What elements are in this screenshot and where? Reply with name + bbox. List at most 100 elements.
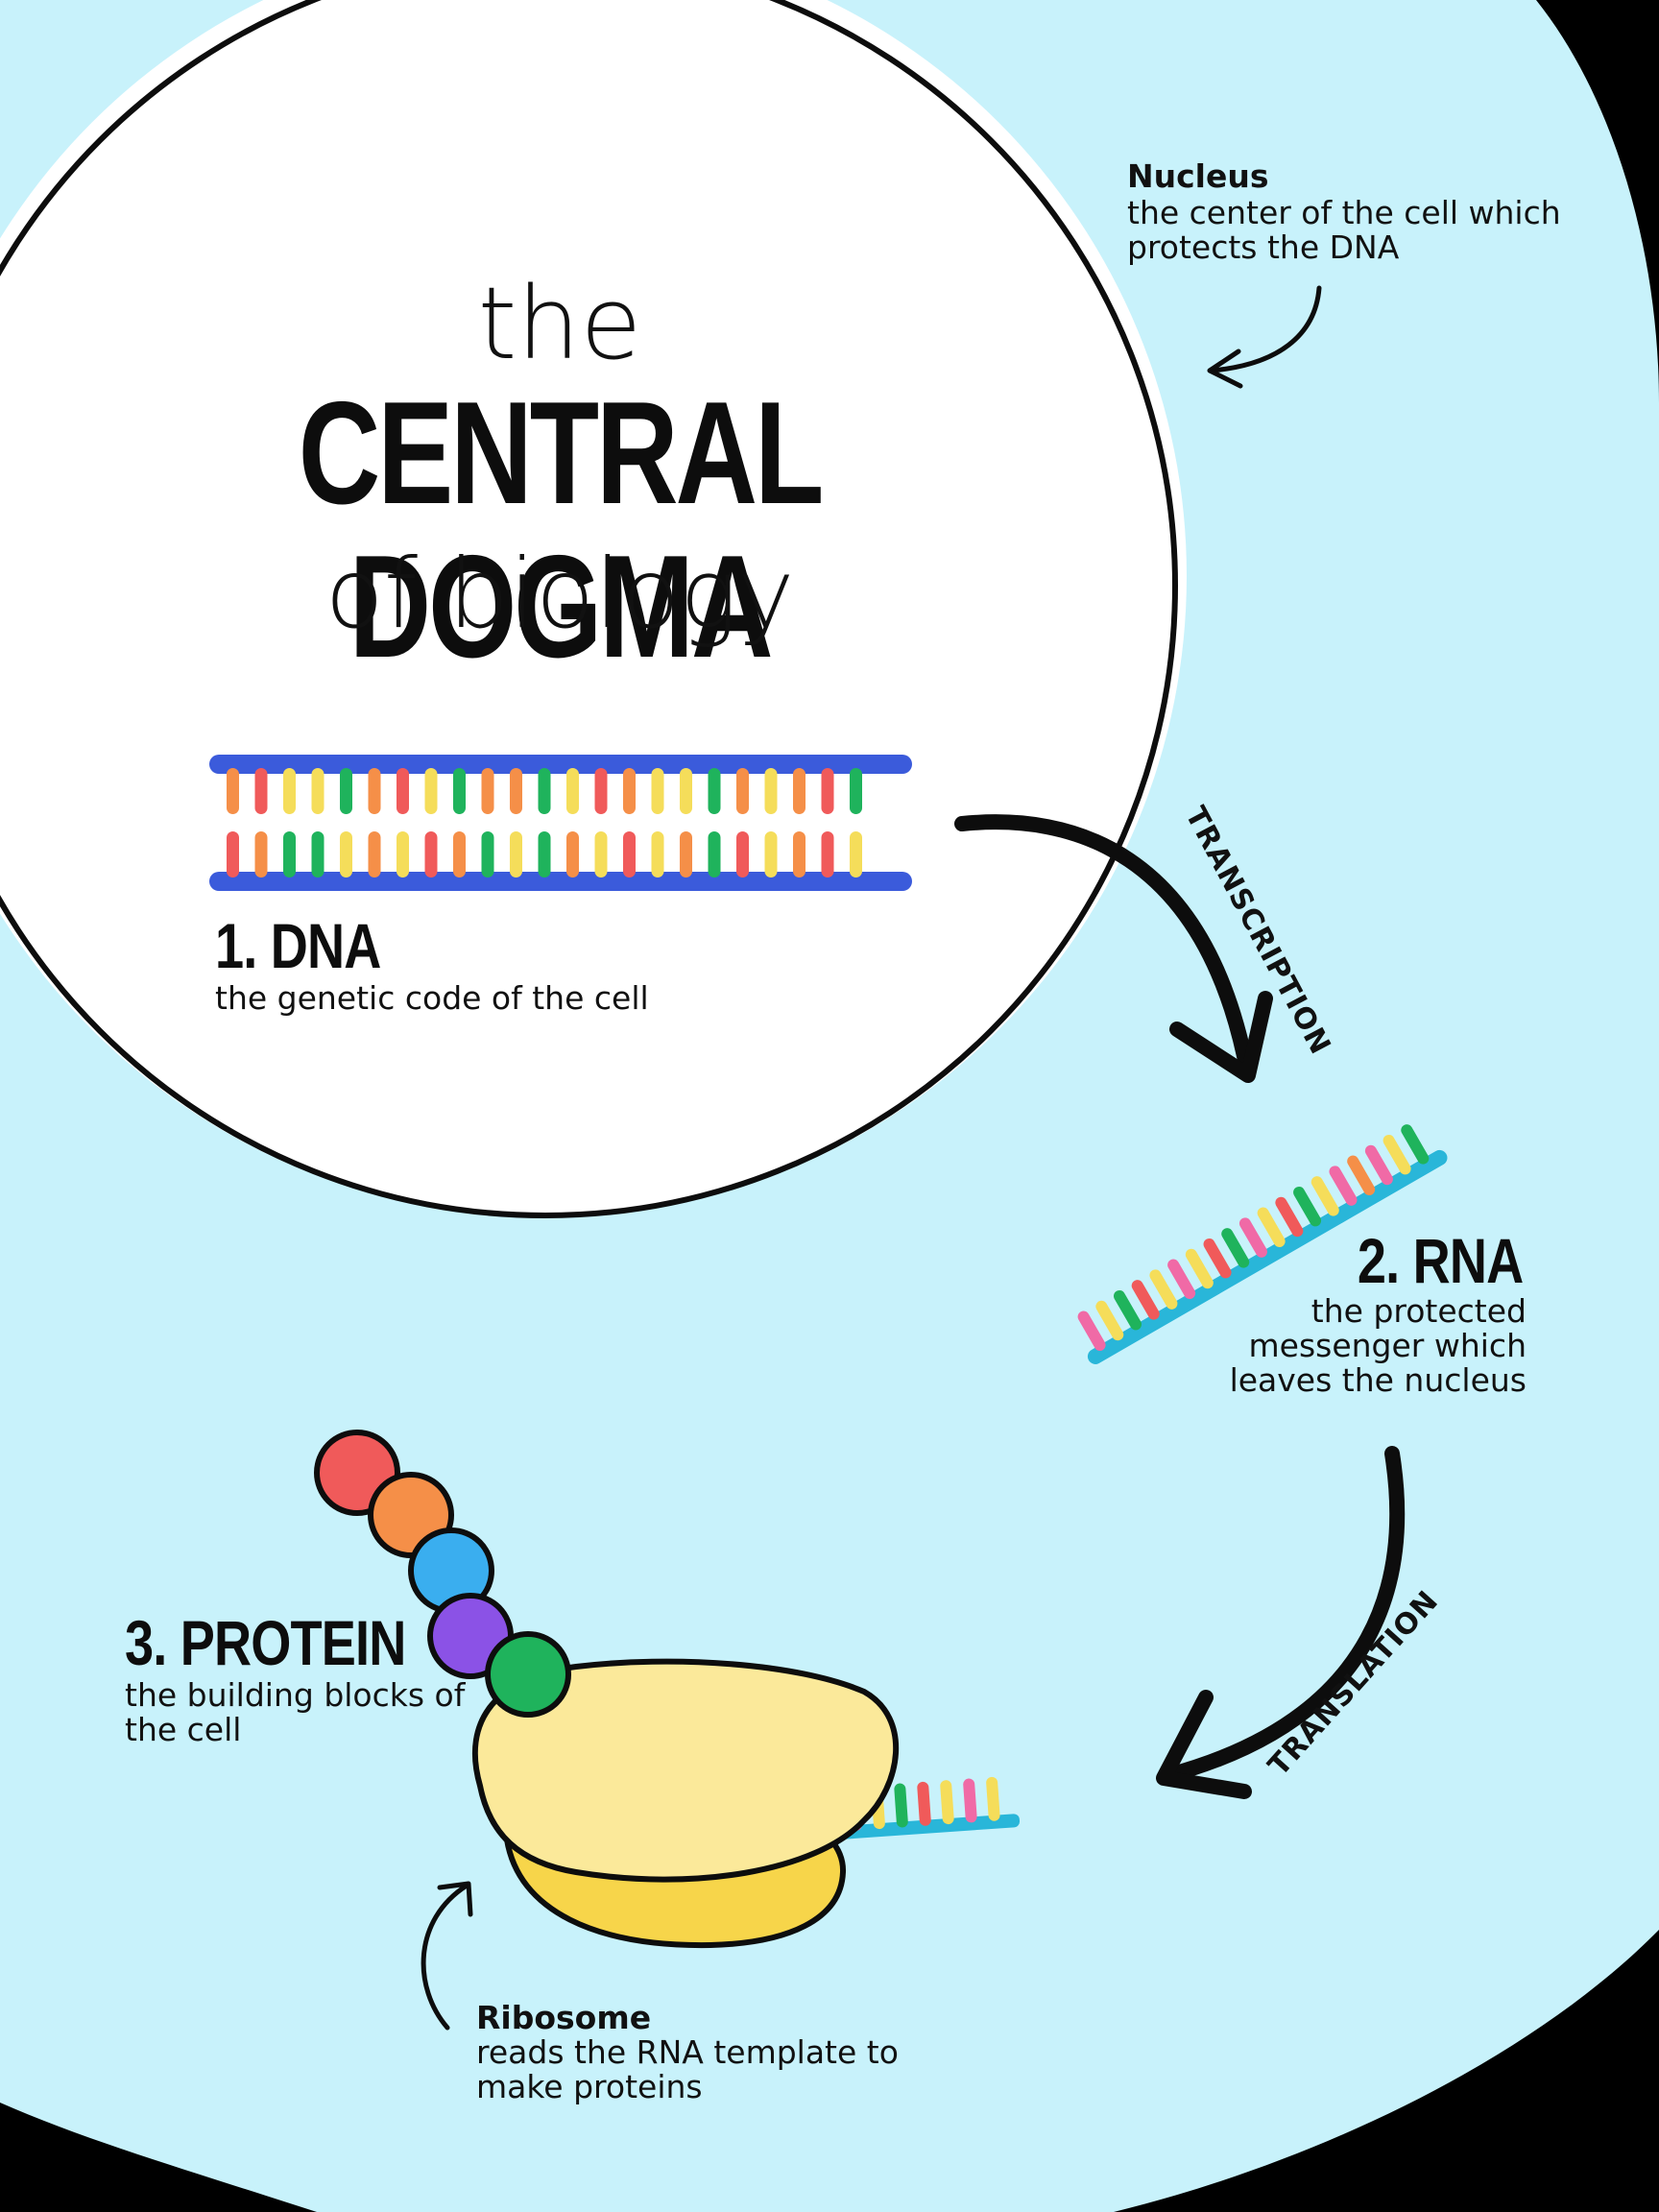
dna-base [340, 831, 352, 878]
dna-base [227, 831, 239, 878]
dna-base [368, 768, 381, 814]
rna-base [1310, 1176, 1339, 1216]
rna-base [1364, 1144, 1393, 1186]
rna-base [1257, 1207, 1286, 1247]
dna-backbone-top [209, 755, 912, 774]
rna-base [1167, 1259, 1196, 1299]
dna-base [623, 831, 636, 878]
title-line-the: the [477, 265, 642, 382]
ribosome-rna-base [940, 1780, 954, 1825]
dna-base [736, 831, 749, 878]
rna-base [1293, 1186, 1322, 1227]
dna-base [481, 768, 494, 814]
dna-base [453, 768, 466, 814]
ribosome-rna-base [986, 1776, 1000, 1821]
dna-base [850, 768, 862, 814]
rna-description: the protected messenger which leaves the… [1229, 1292, 1527, 1399]
rna-base [1347, 1155, 1376, 1195]
rna-base [1149, 1269, 1178, 1310]
ribosome [472, 1658, 899, 1949]
dna-base [227, 768, 239, 814]
dna-base [793, 831, 805, 878]
dna-base [283, 831, 296, 878]
dna-base [850, 831, 862, 878]
dna-base [594, 768, 608, 814]
dna-base [764, 831, 778, 878]
dna-base [368, 831, 381, 878]
dna-base [397, 768, 409, 814]
rna-base [1203, 1238, 1232, 1279]
dna-base [680, 768, 692, 814]
dna-base [311, 768, 325, 814]
dna-base [283, 768, 296, 814]
dna-base [594, 831, 608, 878]
dna-base [821, 831, 834, 878]
transcription-arrow [954, 814, 1273, 1083]
nucleus-outline [0, 0, 1178, 1218]
page-title: CENTRAL DOGMA [298, 372, 825, 688]
dna-base [793, 768, 805, 814]
rna-base [1185, 1248, 1214, 1289]
dna-base [651, 831, 664, 878]
dna-base [453, 831, 466, 878]
rna-base [1382, 1134, 1411, 1175]
nucleus-note-body: the center of the cell which protects th… [1127, 194, 1561, 266]
ribosome-rna-base [917, 1781, 931, 1826]
dna-base [510, 768, 522, 814]
dna-base [510, 831, 522, 878]
dna-base [311, 831, 325, 878]
dna-double-helix [209, 755, 912, 891]
nucleus-note-title: Nucleus [1127, 157, 1269, 195]
ribosome-rna-base [963, 1778, 977, 1823]
title-line-of-biology: of biology [325, 538, 795, 650]
dna-base [680, 831, 692, 878]
dna-base [254, 831, 268, 878]
rna-base [1275, 1196, 1304, 1238]
rna-strand [1077, 1124, 1448, 1364]
dna-backbone-bottom [209, 872, 912, 891]
rna-base [1077, 1310, 1106, 1351]
dna-base [424, 831, 438, 878]
dna-base [566, 768, 579, 814]
dna-base [764, 768, 778, 814]
dna-bases-top [227, 768, 862, 814]
rna-base [1238, 1217, 1267, 1258]
protein-description: the building blocks of the cell [125, 1676, 466, 1748]
translation-arrow [1156, 1446, 1406, 1799]
dna-base [397, 831, 409, 878]
rna-base [1095, 1300, 1124, 1341]
dna-base [821, 768, 834, 814]
ribosome-note-body: reads the RNA template to make proteins [476, 2033, 899, 2105]
dna-base [340, 768, 352, 814]
ribosome-rna-base [894, 1783, 908, 1828]
dna-base [424, 768, 438, 814]
dna-bases-bottom [227, 831, 862, 878]
dna-base [566, 831, 579, 878]
dna-base [623, 768, 636, 814]
rna-base [1221, 1228, 1250, 1268]
dna-base [736, 768, 749, 814]
dna-base [254, 768, 268, 814]
dna-base [651, 768, 664, 814]
ribosome-note-title: Ribosome [476, 1999, 652, 2036]
dna-base [538, 768, 551, 814]
dna-base [538, 831, 551, 878]
ribosome-pointer-arrow [421, 1881, 473, 2031]
nucleus-pointer-arrow [1207, 285, 1322, 389]
rna-base [1131, 1280, 1160, 1320]
protein-amino-acid-chain [314, 1430, 571, 1718]
rna-bases [1077, 1124, 1430, 1351]
rna-base [1329, 1166, 1358, 1206]
dna-heading: 1. DNA [215, 910, 381, 981]
rna-backbone [1087, 1149, 1448, 1364]
dna-base [481, 831, 494, 878]
rna-heading: 2. RNA [1357, 1225, 1523, 1296]
dna-base [708, 768, 721, 814]
rna-base [1114, 1289, 1142, 1331]
dna-description: the genetic code of the cell [215, 979, 649, 1017]
protein-heading: 3. PROTEIN [125, 1607, 406, 1678]
amino-acid-bead [485, 1631, 571, 1718]
nucleus-fill [0, 0, 1187, 1217]
rna-base [1401, 1124, 1430, 1165]
